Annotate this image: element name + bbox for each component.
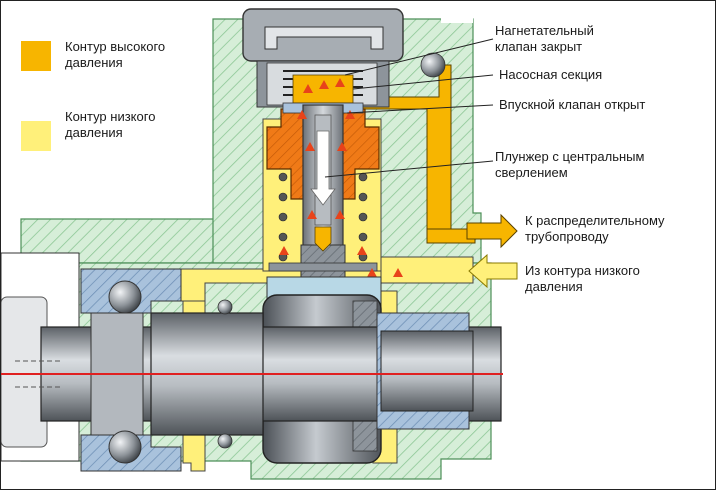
bearing-ball-small-bottom bbox=[217, 433, 233, 449]
callout-from-low-pressure: Из контура низкого давления bbox=[525, 263, 640, 294]
inlet-arrow bbox=[468, 253, 518, 289]
legend-swatch-low-pressure bbox=[21, 121, 51, 151]
legend-label-high-pressure: Контур высокого давления bbox=[65, 39, 166, 70]
shaft-end bbox=[380, 330, 474, 412]
callout-inlet-valve: Впускной клапан открыт bbox=[499, 97, 646, 112]
fuel-flow-arrow bbox=[310, 130, 336, 206]
plunger-return-spring bbox=[278, 172, 368, 262]
outlet-arrow bbox=[466, 213, 518, 249]
spring-seat bbox=[268, 262, 378, 272]
low-pressure-inlet-channel bbox=[380, 256, 474, 284]
legend-swatch-high-pressure bbox=[21, 41, 51, 71]
bearing-ball-top bbox=[108, 280, 142, 314]
outlet-valve-ball bbox=[420, 52, 446, 78]
callout-outlet-valve: Нагнетательный клапан закрыт bbox=[495, 23, 594, 54]
callout-plunger: Плунжер с центральным сверлением bbox=[495, 149, 645, 180]
bearing-ball-small-top bbox=[217, 299, 233, 315]
bearing-ball-bottom bbox=[108, 430, 142, 464]
pressure-markers bbox=[279, 78, 403, 277]
legend-label-low-pressure: Контур низкого давления bbox=[65, 109, 156, 140]
plunger-low-pressure-channel bbox=[314, 226, 332, 252]
screw-plug-groove bbox=[264, 26, 384, 50]
leader-lines bbox=[324, 38, 494, 178]
callout-to-rail: К распределительному трубопроводу bbox=[525, 213, 665, 244]
callout-pump-section: Насосная секция bbox=[499, 67, 603, 82]
housing-right-notch bbox=[441, 17, 473, 23]
coupling-hub bbox=[1, 296, 48, 448]
